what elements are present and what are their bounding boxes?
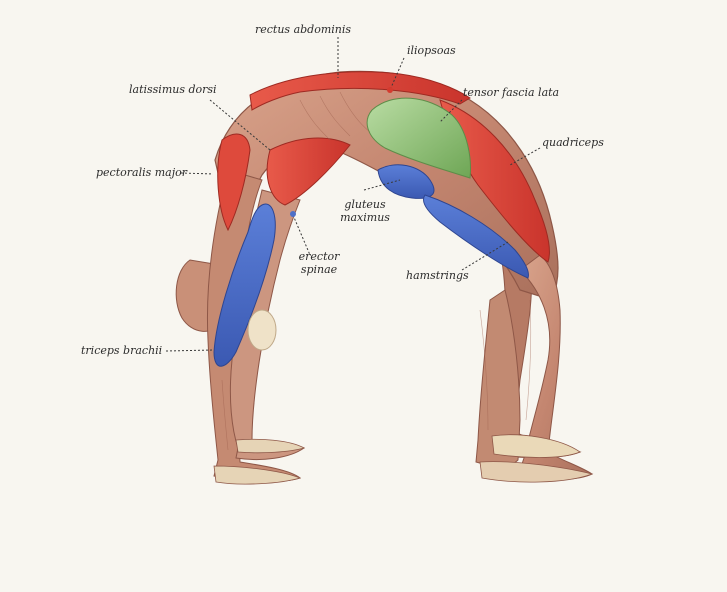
label-gluteus-maximus: gluteus maximus: [337, 198, 393, 224]
tensor-fascia-lata-muscle: [366, 97, 471, 179]
near-foot: [479, 461, 594, 483]
label-pectoralis-major: pectoralis major: [96, 166, 188, 179]
hamstrings-muscle: [423, 194, 529, 279]
label-erector-line1: erector: [298, 250, 340, 263]
label-hamstrings: hamstrings: [406, 269, 469, 282]
near-hand: [213, 465, 302, 485]
label-iliopsoas: iliopsoas: [407, 44, 456, 57]
label-tensor-fascia-lata: tensor fascia lata: [463, 86, 560, 99]
leader-lines: [165, 37, 541, 352]
label-erector-line2: spinae: [300, 263, 338, 276]
label-quadriceps: quadriceps: [542, 136, 604, 149]
gluteus-maximus-muscle: [377, 164, 435, 199]
latissimus-dorsi-muscle: [266, 137, 351, 206]
far-hand: [235, 438, 306, 454]
label-latissimus-dorsi: latissimus dorsi: [129, 83, 217, 96]
far-foot: [491, 434, 581, 458]
label-gluteus-line2: maximus: [340, 211, 390, 224]
label-erector-spinae: erector spinae: [294, 250, 344, 276]
striation-lines: [221, 91, 532, 451]
iliopsoas-marker: [387, 87, 393, 93]
label-rectus-abdominis: rectus abdominis: [255, 23, 352, 36]
elbow-pad: [247, 309, 277, 351]
label-triceps-brachii: triceps brachii: [81, 344, 163, 357]
erector-spinae-marker: [290, 211, 296, 217]
rectus-abdominis-muscle: [249, 71, 471, 111]
triceps-brachii-muscle: [213, 203, 276, 367]
label-gluteus-line1: gluteus: [344, 198, 386, 211]
pectoralis-major-muscle: [217, 133, 251, 232]
